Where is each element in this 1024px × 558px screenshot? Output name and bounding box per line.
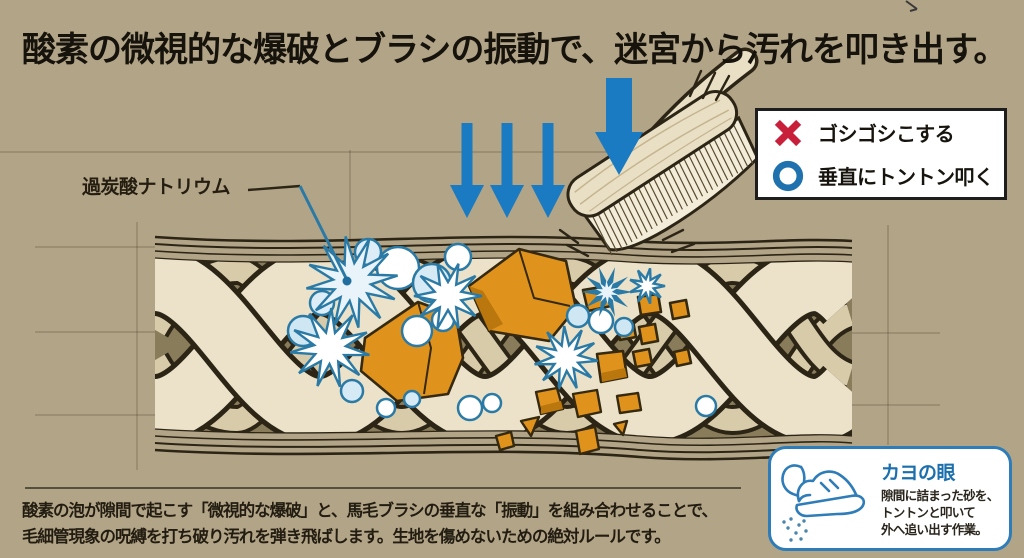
kayo-title: カヨの眼 [881,463,956,484]
falling-debris [494,386,643,456]
kayo-line-1: 隙間に詰まった砂を、 [881,489,999,503]
caption-divider [25,487,741,489]
dirt-chunks [359,247,693,403]
down-arrow [450,123,484,218]
brush-head [566,90,739,218]
page-title: 酸素の微視的な爆破とブラシの振動で、迷宮から汚れを叩き出す。 [22,31,1008,69]
legend-row-good: 垂直にトントン叩く [770,158,994,194]
starburst [595,280,619,304]
dirt-chunk [668,298,691,321]
down-arrow [531,123,565,218]
circle-icon [770,158,806,194]
legend-box: ゴシゴシこする 垂直にトントン叩く [755,108,1007,200]
dirt-chunk [631,347,654,369]
leader-line [247,184,352,286]
kayo-note-box: カヨの眼 隙間に詰まった砂を、 トントンと叩いて 外へ追い出す作業。 [768,446,1012,551]
down-arrow [595,78,643,175]
oxygen-bubbles [286,237,718,422]
cross-icon [770,115,806,151]
starburst [629,267,666,305]
fiber-label: 過炭酸ナトリウム [82,177,231,198]
motion-lines [558,69,731,258]
dirt-chunk [637,322,660,346]
legend-row-bad: ゴシゴシこする [770,115,992,151]
starburst [289,307,370,388]
cursor-artifact [905,0,918,12]
starburst [306,236,398,328]
legend-bad-label: ゴシゴシこする [818,124,955,146]
dirt-chunk [672,347,693,368]
caption-line-1: 酸素の泡が隙間で起こす「微視的な爆破」と、馬毛ブラシの垂直な「振動」を組み合わせ… [22,502,718,520]
kayo-line-3: 外へ追い出す作業。 [881,523,988,537]
brush-bristles [583,115,760,256]
down-arrow [490,123,524,218]
caption: 酸素の泡が隙間で起こす「微視的な爆破」と、馬毛ブラシの垂直な「振動」を組み合わせ… [22,498,762,550]
brush-illustration [558,47,760,258]
legend-good-label: 垂直にトントン叩く [818,167,994,189]
explosion-starbursts [289,236,666,390]
shoe-icon [777,453,877,545]
kayo-line-2: トントンと叩いて [881,506,976,520]
starburst [413,263,483,329]
tap-arrows [450,78,643,218]
starburst [534,325,599,390]
caption-line-2: 毛細管現象の呪縛を打ち破り汚れを弾き飛ばします。生地を傷めないための絶対ルールで… [22,528,671,546]
